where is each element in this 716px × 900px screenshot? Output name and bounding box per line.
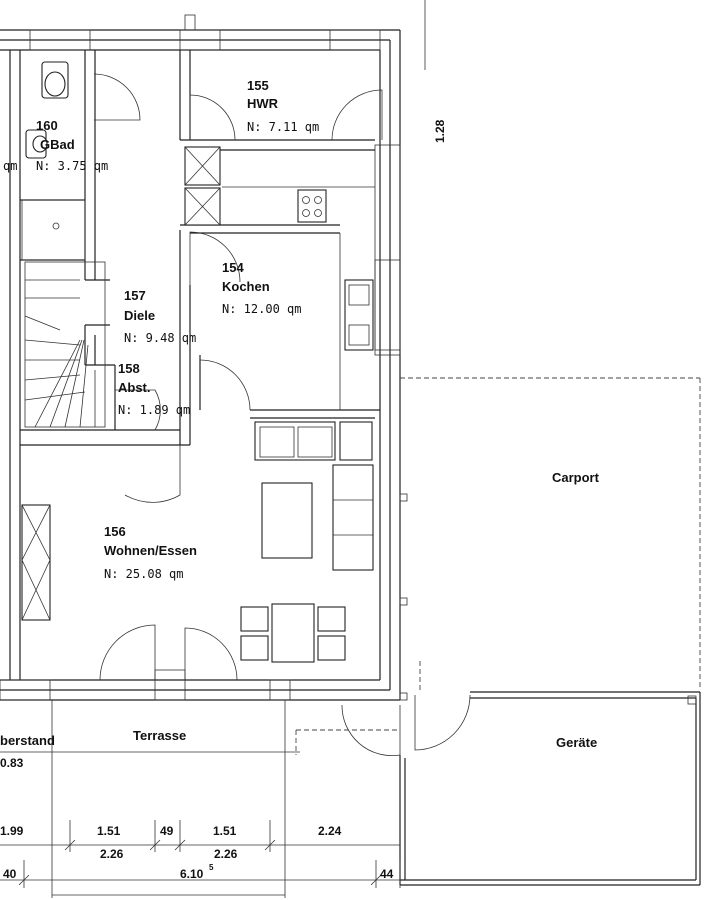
staircase xyxy=(24,261,106,428)
room-number-hwr: 155 xyxy=(247,78,269,93)
room-number-kochen: 154 xyxy=(222,260,244,275)
bathroom-fixtures xyxy=(21,61,86,261)
room-number-bad: 160 xyxy=(36,118,58,133)
exterior-walls xyxy=(0,14,401,701)
room-name-bad: GBad xyxy=(40,137,75,152)
geraete-outline xyxy=(399,493,701,886)
ueberstand-value: 0.83 xyxy=(0,756,24,770)
doors xyxy=(93,73,471,756)
dimension-d8: 40 xyxy=(3,867,17,881)
dimension-height-right: 1.28 xyxy=(433,119,447,143)
room-area-kochen: N: 12.00 qm xyxy=(222,302,301,316)
room-number-diele: 157 xyxy=(124,288,146,303)
room-area-wohnen: N: 25.08 qm xyxy=(104,567,183,581)
room-name-diele: Diele xyxy=(124,308,155,323)
kitchen-fixtures xyxy=(184,146,375,351)
dimension-d4: 1.51 xyxy=(213,824,237,838)
dimension-d6: 2.26 xyxy=(100,847,124,861)
room-number-abst: 158 xyxy=(118,361,140,376)
label-terrasse: Terrasse xyxy=(133,728,186,743)
dimension-d7: 2.26 xyxy=(214,847,238,861)
label-geraete: Geräte xyxy=(556,735,597,750)
dimension-d9-sup: 5 xyxy=(209,863,214,872)
dimension-d1: 1.99 xyxy=(0,824,24,838)
room-area-bad: N: 3.75 qm xyxy=(36,159,108,173)
room-name-hwr: HWR xyxy=(247,96,279,111)
dimension-d10: 44 xyxy=(380,867,394,881)
dimension-d9: 6.10 xyxy=(180,867,204,881)
terrasse-outline xyxy=(51,700,286,898)
room-area-prefix-bad: qm xyxy=(3,159,17,173)
dimension-d3: 49 xyxy=(160,824,174,838)
dimension-d5: 2.24 xyxy=(318,824,342,838)
label-carport: Carport xyxy=(552,470,600,485)
room-area-abst: N: 1.89 qm xyxy=(118,403,190,417)
carport-outline xyxy=(295,0,701,755)
dimension-lines xyxy=(0,751,401,888)
room-number-wohnen: 156 xyxy=(104,524,126,539)
room-name-abst: Abst. xyxy=(118,380,151,395)
label-ueberstand: berstand xyxy=(0,733,55,748)
room-name-wohnen: Wohnen/Essen xyxy=(104,543,197,558)
living-furniture xyxy=(21,421,374,663)
room-area-hwr: N: 7.11 qm xyxy=(247,120,319,134)
room-name-kochen: Kochen xyxy=(222,279,270,294)
dimension-d2: 1.51 xyxy=(97,824,121,838)
room-area-diele: N: 9.48 qm xyxy=(124,331,196,345)
